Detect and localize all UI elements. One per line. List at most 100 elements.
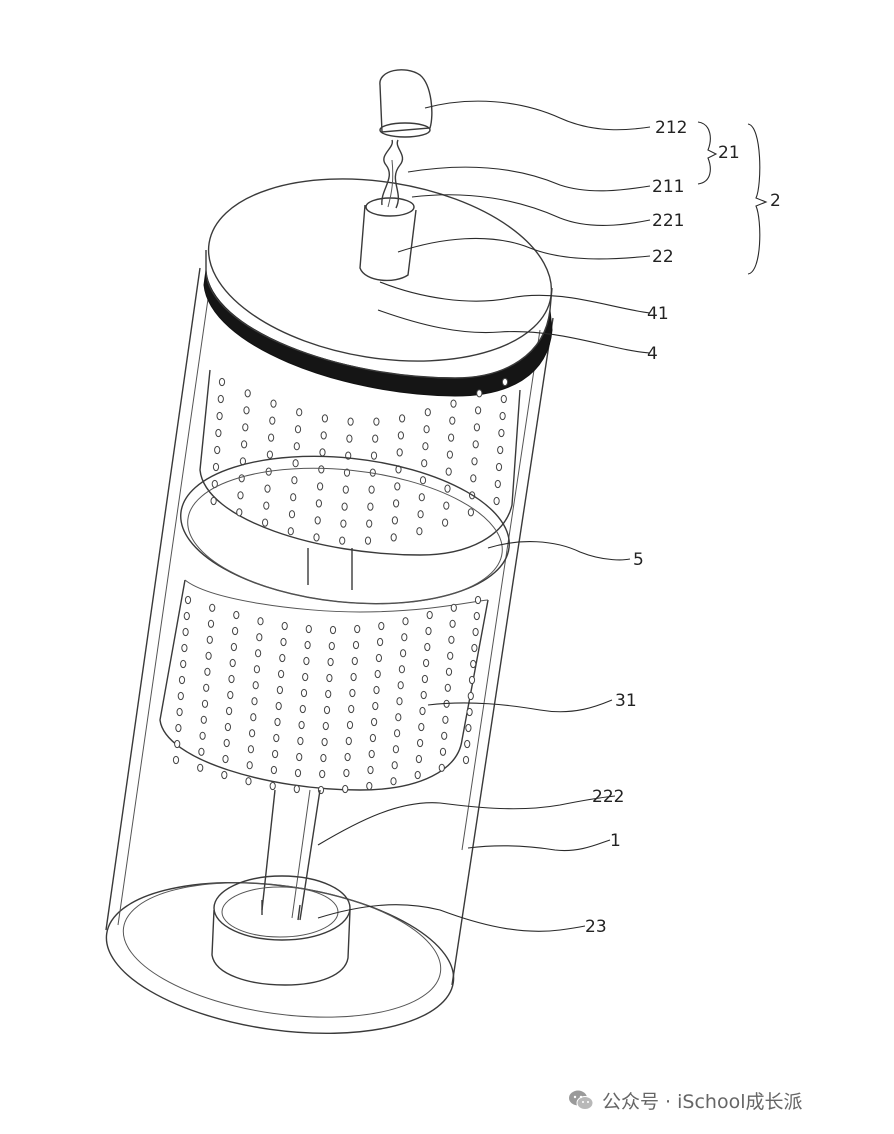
perforation-hole: [465, 723, 472, 733]
perforation-hole: [442, 518, 449, 527]
leader-lines: [317, 100, 651, 932]
perforation-hole: [374, 669, 381, 679]
perforation-hole: [348, 704, 355, 714]
lid-assembly: [203, 178, 553, 397]
perforation-hole: [421, 459, 428, 468]
perforation-hole: [176, 707, 183, 717]
perforation-hole: [303, 656, 310, 666]
perforation-hole: [222, 754, 229, 764]
perforation-hole: [304, 640, 311, 650]
perforation-hole: [445, 467, 452, 476]
perforation-hole: [378, 621, 385, 631]
perforation-hole: [364, 536, 372, 545]
perforation-hole: [419, 706, 426, 716]
lower-basket: [159, 579, 489, 795]
perforation-hole: [393, 499, 400, 508]
perforation-hole: [444, 484, 451, 493]
perforation-hole: [466, 707, 473, 717]
perforation-hole: [343, 768, 350, 778]
perforation-hole: [291, 476, 298, 485]
label-41: 41: [647, 304, 669, 324]
perforation-hole: [224, 722, 231, 732]
perforation-hole: [223, 738, 230, 748]
perforation-hole: [495, 462, 503, 472]
perforation-hole: [476, 389, 483, 398]
perforation-hole: [494, 479, 501, 489]
perforation-hole: [443, 501, 450, 510]
perforation-hole: [475, 406, 482, 415]
perforation-hole: [391, 516, 398, 525]
perforation-hole: [373, 685, 380, 695]
perforation-hole: [467, 508, 474, 517]
perforation-hole: [215, 428, 222, 438]
perforation-hole: [420, 690, 427, 700]
perforation-hole: [174, 739, 181, 749]
perforation-hole: [270, 399, 277, 408]
perforation-hole: [416, 527, 423, 536]
perforation-hole: [325, 689, 332, 699]
perforation-hole: [201, 699, 209, 708]
perforation-hole: [497, 445, 504, 455]
perforation-hole: [445, 667, 453, 676]
perforation-hole: [349, 688, 356, 698]
perforation-hole: [448, 433, 455, 442]
perforation-hole: [293, 784, 300, 794]
perforation-hole: [243, 406, 250, 415]
perforation-hole: [329, 625, 337, 635]
perforation-hole: [447, 651, 454, 660]
perforation-hole: [207, 619, 215, 628]
perforation-hole: [315, 499, 322, 508]
perforation-hole: [242, 423, 249, 432]
perforation-hole: [450, 399, 457, 408]
perforation-hole: [280, 637, 287, 647]
perforation-hole: [501, 377, 509, 387]
perforation-hole: [209, 603, 216, 612]
perforation-hole: [251, 697, 258, 706]
perforation-hole: [472, 440, 479, 449]
perforation-hole: [467, 691, 474, 701]
perforation-hole: [367, 502, 374, 511]
perforation-hole: [320, 753, 327, 763]
label-23: 23: [585, 917, 607, 937]
perforation-hole: [294, 768, 302, 778]
perforation-hole: [200, 715, 207, 724]
label-21: 21: [718, 143, 740, 163]
perforation-hole: [396, 697, 403, 706]
perforation-hole: [321, 414, 328, 423]
perforation-hole: [274, 717, 281, 727]
perforation-hole: [398, 665, 405, 674]
perforation-hole: [438, 763, 445, 772]
perforation-hole: [417, 510, 424, 519]
perforation-hole: [339, 536, 346, 545]
perforation-hole: [449, 416, 456, 425]
perforation-hole: [180, 659, 187, 669]
perforation-hole: [372, 701, 379, 711]
perforation-hole: [314, 516, 321, 525]
perforation-hole: [246, 761, 253, 770]
perforation-hole: [344, 752, 351, 762]
wechat-icon: [569, 1090, 594, 1110]
perforation-hole: [418, 722, 425, 732]
perforation-hole: [218, 377, 226, 387]
perforation-hole: [421, 674, 428, 684]
perforation-hole: [172, 755, 180, 765]
perforation-hole: [216, 411, 223, 421]
perforation-hole: [471, 457, 478, 466]
perforation-hole: [400, 649, 407, 658]
perforation-hole: [319, 769, 326, 779]
perforation-hole: [470, 474, 477, 483]
perforation-hole: [300, 688, 308, 698]
perforation-hole: [498, 428, 505, 438]
perforation-hole: [320, 431, 327, 440]
perforation-hole: [232, 626, 239, 636]
perforation-hole: [244, 389, 251, 398]
brace-marks: [697, 121, 768, 275]
label-22: 22: [652, 247, 674, 267]
perforation-hole: [287, 527, 294, 536]
perforation-hole: [178, 675, 186, 685]
perforation-hole: [212, 462, 220, 472]
base-boss: [211, 875, 351, 986]
label-212: 212: [655, 118, 687, 138]
perforation-hole: [367, 765, 374, 775]
